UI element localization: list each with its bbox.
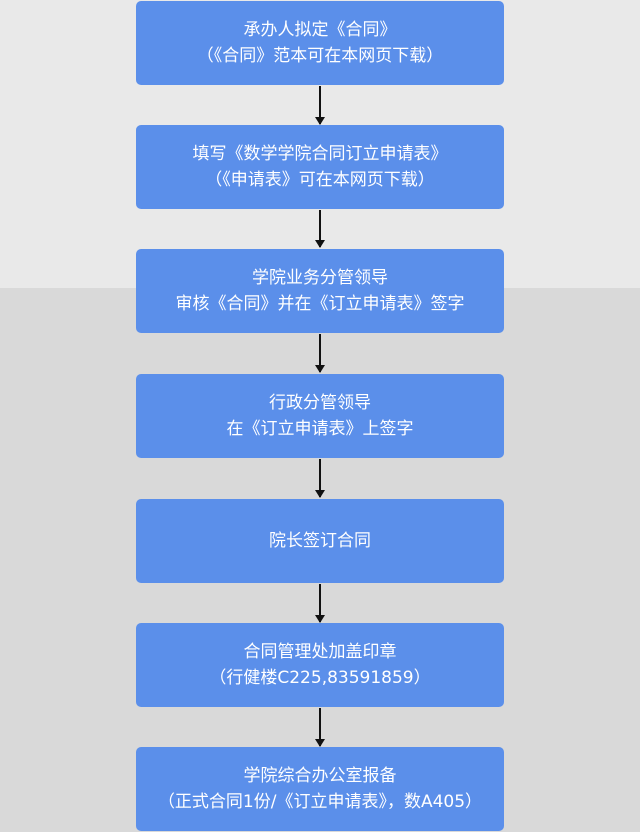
step-1-title: 承办人拟定《合同》 [243, 20, 397, 40]
arrow-2-3 [315, 210, 325, 248]
arrow-6-7 [315, 708, 325, 747]
step-4-title: 行政分管领导 [269, 393, 371, 413]
step-6-title: 合同管理处加盖印章 [243, 642, 397, 662]
flow-step-7: 学院综合办公室报备 （正式合同1份/《订立申请表》，数A405） [136, 747, 504, 831]
arrow-5-6 [315, 584, 325, 623]
step-3-title: 学院业务分管领导 [252, 268, 388, 288]
flow-step-3: 学院业务分管领导 审核《合同》并在《订立申请表》签字 [136, 249, 504, 333]
flow-step-1: 承办人拟定《合同》 （《合同》范本可在本网页下载） [136, 1, 504, 85]
arrow-4-5 [315, 459, 325, 498]
flow-step-5: 院长签订合同 [136, 499, 504, 583]
step-1-note: （《合同》范本可在本网页下载） [196, 46, 444, 66]
arrow-3-4 [315, 334, 325, 373]
step-5-title: 院长签订合同 [269, 531, 371, 551]
flow-step-2: 填写《数学学院合同订立申请表》 （《申请表》可在本网页下载） [136, 125, 504, 209]
flow-step-4: 行政分管领导 在《订立申请表》上签字 [136, 374, 504, 458]
step-6-note: （行健楼C225,83591859） [209, 668, 431, 688]
arrow-1-2 [315, 86, 325, 125]
step-4-note: 在《订立申请表》上签字 [226, 419, 414, 439]
step-7-note: （正式合同1份/《订立申请表》，数A405） [157, 792, 483, 812]
flow-step-6: 合同管理处加盖印章 （行健楼C225,83591859） [136, 623, 504, 707]
step-7-title: 学院综合办公室报备 [243, 766, 397, 786]
step-2-title: 填写《数学学院合同订立申请表》 [192, 144, 448, 164]
step-3-note: 审核《合同》并在《订立申请表》签字 [175, 294, 465, 314]
step-2-note: （《申请表》可在本网页下载） [205, 170, 435, 190]
